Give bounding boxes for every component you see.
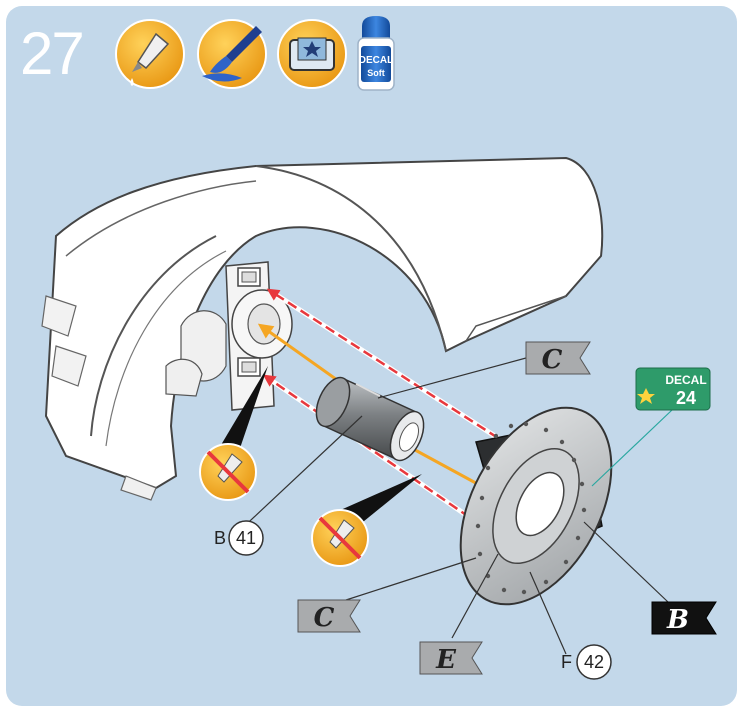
flag-b: B [651,601,717,635]
decal-tag: DECAL 24 [635,367,711,411]
instruction-panel: DECAL Soft [6,6,737,706]
part-callout-f42: F 42 [561,644,612,680]
assembly-diagram: DECAL Soft [6,6,737,706]
decal-water-tray-icon [277,19,347,89]
decal-leader-line [591,409,673,487]
step-number: 27 [20,20,85,87]
bottle-label-line2: Soft [367,68,385,78]
leader-lines [235,357,669,655]
flag-c-bottom-label: C [314,603,335,633]
part-f42-number: 42 [584,652,604,672]
flag-b-label: B [666,605,689,635]
part-b41-prefix: B [214,528,226,548]
brake-disc-part [459,406,613,606]
flag-c-top: C [525,341,591,375]
glue-applicator-icon [115,19,185,89]
no-glue-icon [311,474,422,567]
star-icon [637,388,655,404]
flag-e: E [419,641,483,675]
bottle-label-line1: DECAL [359,55,393,66]
flag-c-top-label: C [542,345,563,375]
part-b41-number: 41 [236,528,256,548]
decal-tag-label: DECAL [665,373,706,387]
flag-e-label: E [435,645,457,675]
part-f42-prefix: F [561,652,572,672]
decal-softener-bottle-icon: DECAL Soft [357,16,395,91]
no-glue-icon [199,366,268,501]
axle-cylinder-part [315,376,425,462]
part-callout-b41: B 41 [214,520,264,556]
decal-tag-number: 24 [676,388,696,408]
flag-c-bottom: C [297,599,361,633]
paint-brush-icon [197,19,267,89]
